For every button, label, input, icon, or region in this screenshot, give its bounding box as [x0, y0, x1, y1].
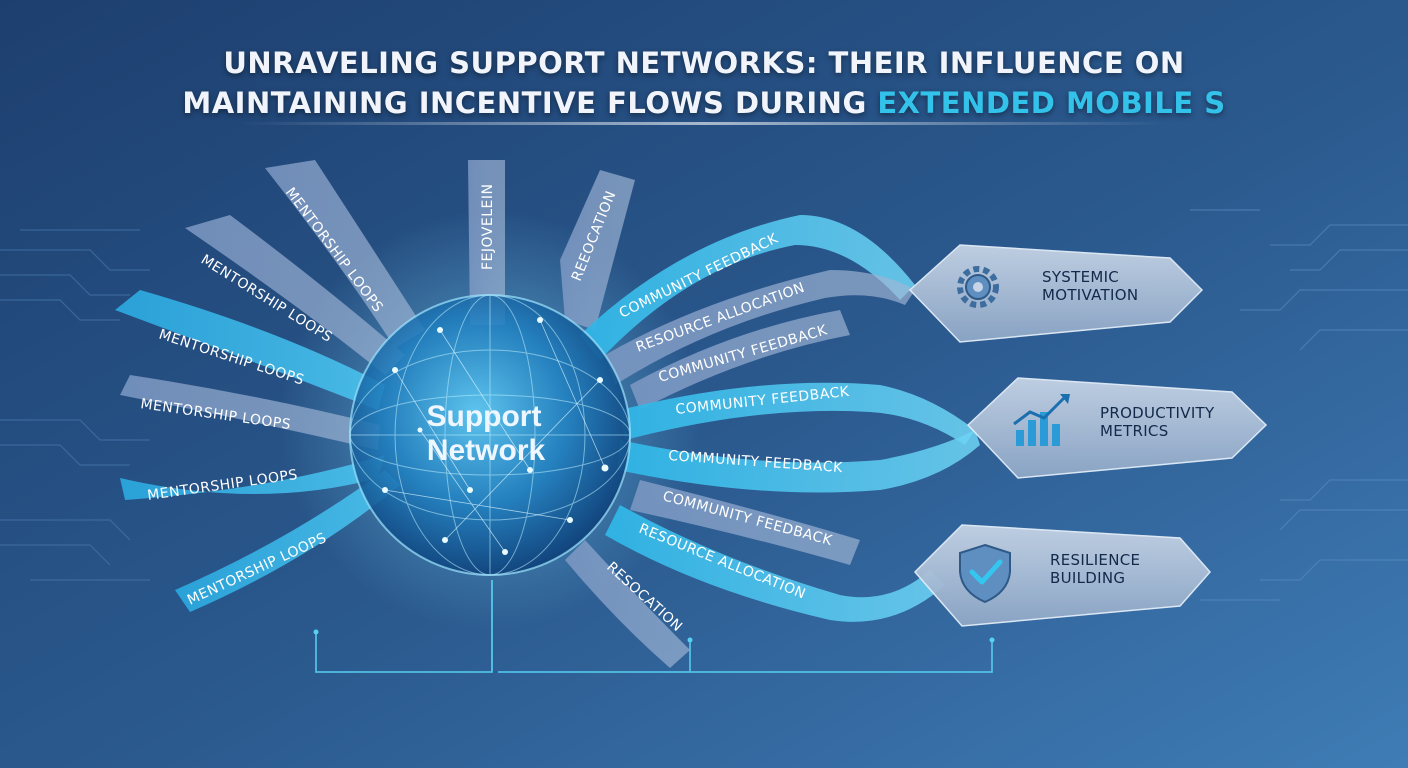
right-ribbons [565, 215, 980, 668]
ribbon-right-4 [620, 382, 975, 445]
ribbon-right-7 [605, 505, 945, 622]
ribbon-right-8 [565, 540, 690, 668]
ribbon-left-2 [185, 215, 405, 375]
shield-check-icon [959, 543, 1011, 604]
ribbon-right-6 [630, 480, 860, 565]
title-underline [240, 122, 1170, 125]
page-title-line2-main: MAINTAINING INCENTIVE FLOWS DURING [182, 86, 878, 120]
ribbon-right-5 [618, 430, 980, 493]
ribbon-top-2 [560, 170, 635, 330]
outcome-3-line2: BUILDING [1050, 569, 1125, 587]
center-label-line1: Support [427, 400, 542, 433]
ribbon-right-2 [605, 270, 915, 385]
left-ribbons [115, 160, 425, 612]
page-title-line2-highlight: EXTENDED MOBILE S [877, 86, 1226, 120]
ribbon-left-3 [115, 290, 385, 410]
ribbon-left-1 [265, 160, 425, 348]
outcome-systemic-motivation: SYSTEMIC MOTIVATION [908, 244, 1204, 343]
circuit-right-decoration [1190, 209, 1408, 601]
outcome-productivity-metrics: PRODUCTIVITY METRICS [966, 377, 1268, 479]
gear-icon [957, 266, 999, 308]
ribbon-right-3 [630, 310, 850, 410]
top-ribbons [468, 160, 635, 330]
connector-nodes [313, 629, 995, 643]
globe-rim [349, 294, 631, 576]
ribbon-left-6 [175, 470, 400, 612]
outcome-1-line2: MOTIVATION [1042, 286, 1138, 304]
outcome-2-line1: PRODUCTIVITY [1100, 404, 1215, 422]
ribbon-label-top-1: FEJOVELEIN [480, 184, 496, 270]
page-title-line2: MAINTAINING INCENTIVE FLOWS DURING EXTEN… [0, 86, 1408, 120]
outcome-3-line1: RESILIENCE [1050, 551, 1140, 569]
ribbon-left-5 [120, 455, 385, 500]
outcome-panel-2 [966, 377, 1268, 479]
ribbon-right-1 [580, 215, 915, 360]
support-network-globe: Support Network [349, 294, 631, 576]
outcome-2-line2: METRICS [1100, 422, 1169, 440]
outcome-1-line1: SYSTEMIC [1042, 268, 1119, 286]
ribbon-left-4 [120, 375, 380, 450]
outcome-resilience-building: RESILIENCE BUILDING [913, 524, 1212, 627]
globe-links [384, 319, 606, 553]
page-title-line1: UNRAVELING SUPPORT NETWORKS: THEIR INFLU… [223, 46, 1185, 80]
circuit-left-decoration [0, 229, 150, 581]
ribbon-top-1 [468, 160, 505, 325]
bar-chart-icon [1013, 394, 1070, 446]
bottom-connectors [315, 580, 993, 673]
outcome-panel-1 [908, 244, 1204, 343]
center-label-line2: Network [427, 434, 546, 467]
